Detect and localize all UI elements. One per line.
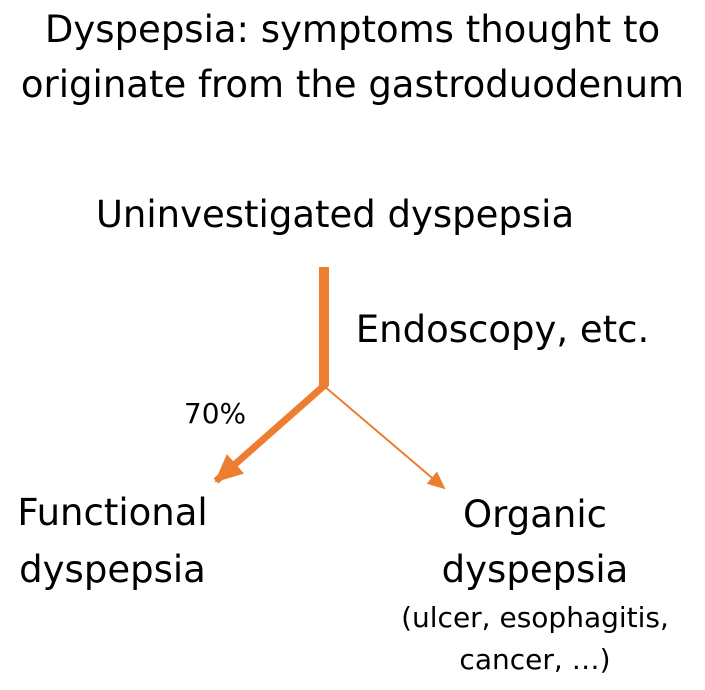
title-line-2: originate from the gastroduodenum (20, 63, 685, 106)
right-branch-arrow (323, 385, 446, 490)
organic-dyspepsia-line-1: Organic (463, 493, 607, 536)
percent-label: 70% (183, 397, 247, 430)
organic-detail-line-2: cancer, …) (459, 643, 611, 676)
method-label: Endoscopy, etc. (355, 308, 650, 351)
root-node-label: Uninvestigated dyspepsia (95, 193, 575, 236)
organic-dyspepsia-line-2: dyspepsia (441, 548, 629, 591)
functional-dyspepsia-line-2: dyspepsia (19, 548, 206, 591)
left-branch-arrow (213, 381, 329, 484)
organic-detail-line-1: (ulcer, esophagitis, (401, 601, 669, 634)
functional-dyspepsia-line-1: Functional (17, 491, 208, 534)
title-line-1: Dyspepsia: symptoms thought to (44, 8, 661, 51)
